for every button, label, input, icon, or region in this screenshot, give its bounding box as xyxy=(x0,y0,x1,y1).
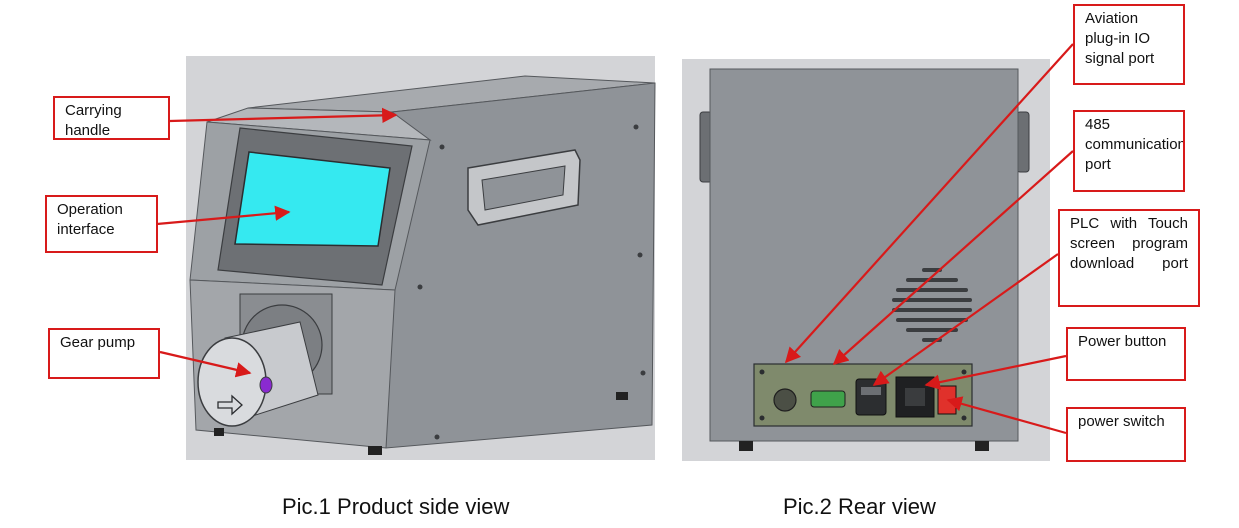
carrying-handle-graphic xyxy=(467,149,581,226)
callout-arrows xyxy=(156,43,1074,435)
power-switch-graphic xyxy=(937,385,957,415)
gear-pump-label: Gear pump xyxy=(48,328,160,379)
side-view-caption: Pic.1 Product side view xyxy=(282,494,510,519)
rear-view-caption: Pic.2 Rear view xyxy=(783,494,936,519)
operation-interface-label: Operation interface xyxy=(45,195,158,253)
vent-grill xyxy=(892,268,972,342)
plc-download-connector xyxy=(855,378,887,416)
touch-screen xyxy=(234,151,391,247)
device-side-view xyxy=(189,75,656,455)
power-switch-label: power switch xyxy=(1066,407,1186,462)
gear-pump-graphic xyxy=(197,321,319,427)
power-button-label: Power button xyxy=(1066,327,1186,381)
rs485-port-label: 485 communication port xyxy=(1073,110,1185,192)
plc-download-port-label: PLC with Touch screen program download p… xyxy=(1058,209,1200,307)
aviation-port-label: Aviation plug-in IO signal port xyxy=(1073,4,1185,85)
device-rear-view xyxy=(699,68,1030,451)
carrying-handle-label: Carrying handle xyxy=(53,96,170,140)
aviation-plug xyxy=(773,388,797,412)
rs485-connector xyxy=(810,390,846,408)
